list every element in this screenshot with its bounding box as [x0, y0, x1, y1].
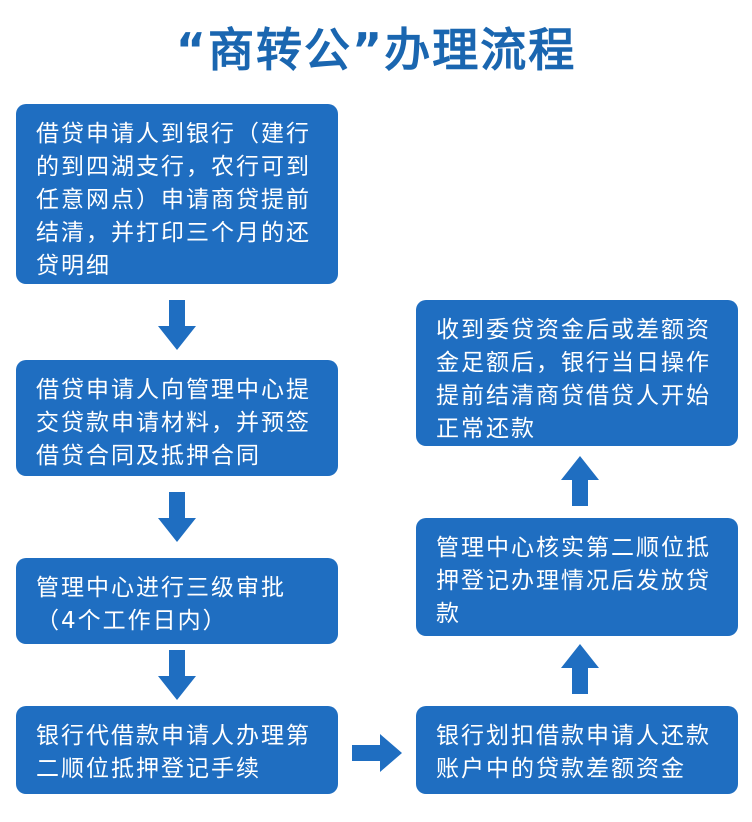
arrow-right-icon [352, 734, 402, 772]
step-5-box: 银行划扣借款申请人还款账户中的贷款差额资金 [416, 706, 738, 794]
arrow-down-icon [158, 492, 196, 542]
arrow-up-icon [561, 456, 599, 506]
page-title: “商转公”办理流程 [175, 23, 577, 77]
arrow-down-icon [158, 650, 196, 700]
step-4-box: 银行代借款申请人办理第二顺位抵押登记手续 [16, 706, 338, 794]
step-6-box: 管理中心核实第二顺位抵押登记办理情况后发放贷款 [416, 518, 738, 636]
arrow-down-icon [158, 300, 196, 350]
step-1-box: 借贷申请人到银行（建行的到四湖支行，农行可到任意网点）申请商贷提前结清，并打印三… [16, 104, 338, 284]
step-2-box: 借贷申请人向管理中心提交贷款申请材料，并预签借贷合同及抵押合同 [16, 360, 338, 476]
step-3-box: 管理中心进行三级审批（4个工作日内） [16, 558, 338, 644]
step-7-box: 收到委贷资金后或差额资金足额后，银行当日操作提前结清商贷借贷人开始正常还款 [416, 300, 738, 446]
arrow-up-icon [561, 644, 599, 694]
